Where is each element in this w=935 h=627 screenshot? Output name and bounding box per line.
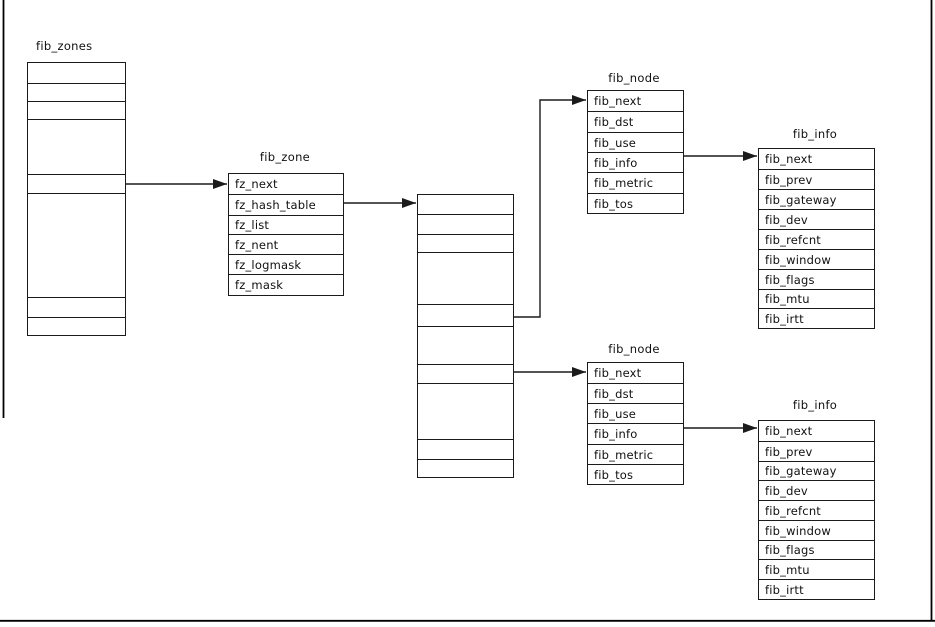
field-fib_info_2-fib_mtu: fib_mtu (759, 559, 874, 579)
field-fib_info_2-fib_refcnt: fib_refcnt (759, 500, 874, 520)
empty-cell-fib_zones-7 (28, 317, 125, 335)
empty-cell-hash_table-2 (418, 234, 513, 252)
field-fib_zone-fz_next: fz_next (235, 177, 278, 191)
field-fib_info_2-fib_next: fib_next (765, 424, 813, 438)
field-fib_node_2-fib_dst: fib_dst (588, 383, 683, 403)
field-fib_node_1-fib_dst: fib_dst (588, 111, 683, 132)
struct-box-hash_table (417, 194, 514, 478)
empty-cell-fib_zones-2 (28, 101, 125, 119)
field-fib_zone-fz_logmask: fz_logmask (229, 254, 343, 274)
field-fib_info_1-fib_irtt: fib_irtt (759, 308, 874, 328)
field-fib_node_1-fib_use: fib_use (588, 132, 683, 152)
field-fib_node_1-fib_info: fib_info (588, 152, 683, 172)
field-fib_node_2-fib_info: fib_info (588, 423, 683, 444)
struct-title-fib_zones: fib_zones (36, 39, 93, 53)
empty-cell-fib_zones-3 (28, 119, 125, 174)
struct-title-fib_zone: fib_zone (259, 150, 311, 164)
empty-cell-hash_table-0 (418, 195, 513, 214)
empty-cell-fib_zones-4 (28, 174, 125, 193)
empty-cell-fib_zones-1 (28, 83, 125, 101)
empty-cell-hash_table-1 (418, 214, 513, 234)
struct-title-fib_info_1: fib_info (792, 127, 838, 141)
field-fib_node_2-fib_next: fib_next (594, 366, 642, 380)
empty-cell-hash_table-3 (418, 252, 513, 304)
struct-title-fib_node_1: fib_node (608, 71, 660, 85)
field-fib_info_1-fib_dev: fib_dev (759, 209, 874, 229)
field-fib_zone-fz_mask: fz_mask (229, 274, 343, 295)
field-fib_node_2-fib_tos: fib_tos (588, 464, 683, 484)
pointer-hash_table.bucket_upper-to-fib_node_1.fib_next (513, 95, 586, 318)
field-fib_info_2-fib_irtt: fib_irtt (759, 579, 874, 599)
field-fib_info_1-fib_window: fib_window (759, 249, 874, 269)
field-fib_info_1-fib_next: fib_next (765, 152, 813, 166)
field-fib_info_1-fib_mtu: fib_mtu (759, 289, 874, 308)
field-fib_info_1-fib_gateway: fib_gateway (759, 189, 874, 209)
empty-cell-fib_zones-0 (28, 63, 125, 83)
field-fib_info_1-fib_flags: fib_flags (759, 269, 874, 289)
field-fib_zone-fz_hash_table: fz_hash_table (229, 194, 343, 215)
field-fib_zone-fz_list: fz_list (229, 215, 343, 234)
field-fib_node_1-fib_metric: fib_metric (588, 172, 683, 193)
empty-cell-fib_zones-5 (28, 193, 125, 297)
empty-cell-hash_table-5 (418, 326, 513, 364)
empty-cell-fib_zones-6 (28, 297, 125, 317)
empty-cell-hash_table-9 (418, 459, 513, 477)
field-fib_node_2-fib_use: fib_use (588, 403, 683, 423)
field-fib_info_2-fib_window: fib_window (759, 520, 874, 540)
empty-cell-hash_table-7 (418, 383, 513, 439)
empty-cell-hash_table-8 (418, 439, 513, 459)
field-fib_info_1-fib_refcnt: fib_refcnt (759, 229, 874, 249)
field-fib_info_2-fib_flags: fib_flags (759, 540, 874, 559)
field-fib_info_2-fib_prev: fib_prev (759, 441, 874, 461)
field-fib_zone-fz_nent: fz_nent (229, 234, 343, 254)
field-fib_info_2-fib_dev: fib_dev (759, 480, 874, 500)
field-fib_info_1-fib_prev: fib_prev (759, 169, 874, 189)
field-fib_node_2-fib_metric: fib_metric (588, 444, 683, 464)
field-fib_info_2-fib_gateway: fib_gateway (759, 461, 874, 480)
struct-title-fib_node_2: fib_node (608, 342, 660, 356)
struct-title-fib_info_2: fib_info (792, 398, 838, 412)
empty-cell-hash_table-4 (418, 304, 513, 326)
field-fib_node_1-fib_next: fib_next (594, 94, 642, 108)
empty-cell-hash_table-6 (418, 364, 513, 383)
struct-box-fib_zones (27, 62, 126, 336)
field-fib_node_1-fib_tos: fib_tos (588, 193, 683, 213)
